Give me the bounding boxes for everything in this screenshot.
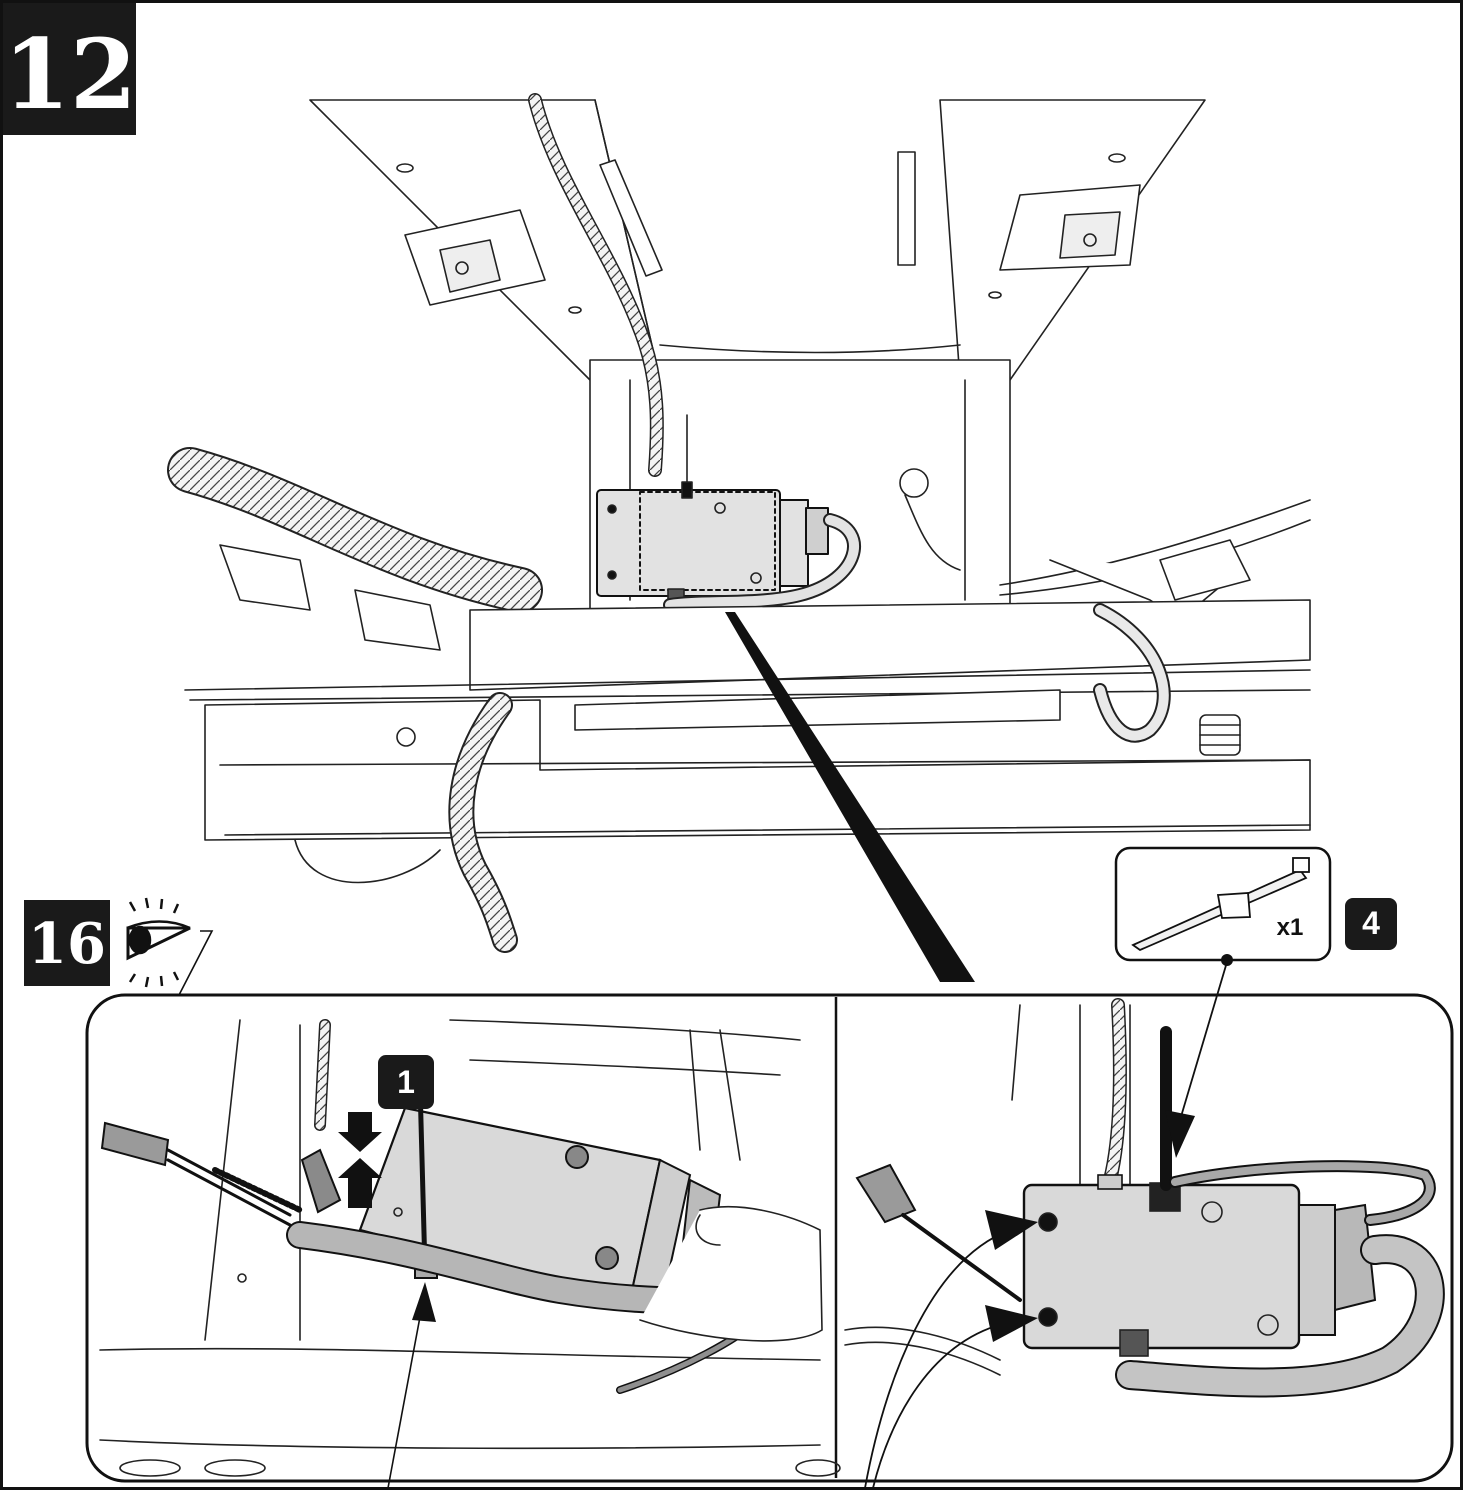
left-detail-view <box>99 1019 841 1477</box>
detail-reference-badge: 16 <box>24 900 110 986</box>
cable-tie-icon <box>1131 857 1310 952</box>
zoom-wedge <box>725 612 975 982</box>
right-mount-bracket <box>988 153 1141 299</box>
arrow-icon <box>387 1289 426 1489</box>
under-beam <box>184 669 1311 691</box>
hand-outline <box>639 1205 823 1342</box>
junction-module-right-detail <box>1022 1174 1377 1357</box>
svg-text:12: 12 <box>3 18 137 131</box>
right-harness-lines <box>999 499 1311 586</box>
svg-text:16: 16 <box>28 911 106 977</box>
svg-text:x1: x1 <box>1277 914 1304 941</box>
step-1-callout: 1 <box>378 1055 434 1109</box>
svg-text:1: 1 <box>397 1064 415 1100</box>
left-mount-bracket <box>396 163 582 314</box>
junction-module-left-detail <box>358 1106 722 1302</box>
compress-arrows-icon <box>338 1112 382 1208</box>
connector-plug-left <box>100 1121 303 1227</box>
part-leader-arrow <box>1179 961 1228 1121</box>
right-detail-view <box>844 998 1445 1398</box>
eye-icon <box>126 897 191 988</box>
cable-tie-part-callout: x1 <box>1114 846 1332 962</box>
step-4-callout: 4 <box>1345 898 1397 950</box>
junction-module-overview <box>596 414 829 614</box>
bumper-beam <box>469 599 1311 691</box>
step-number-badge: 12 <box>3 3 137 135</box>
svg-text:4: 4 <box>1362 905 1380 941</box>
overview-illustration <box>167 93 1311 953</box>
